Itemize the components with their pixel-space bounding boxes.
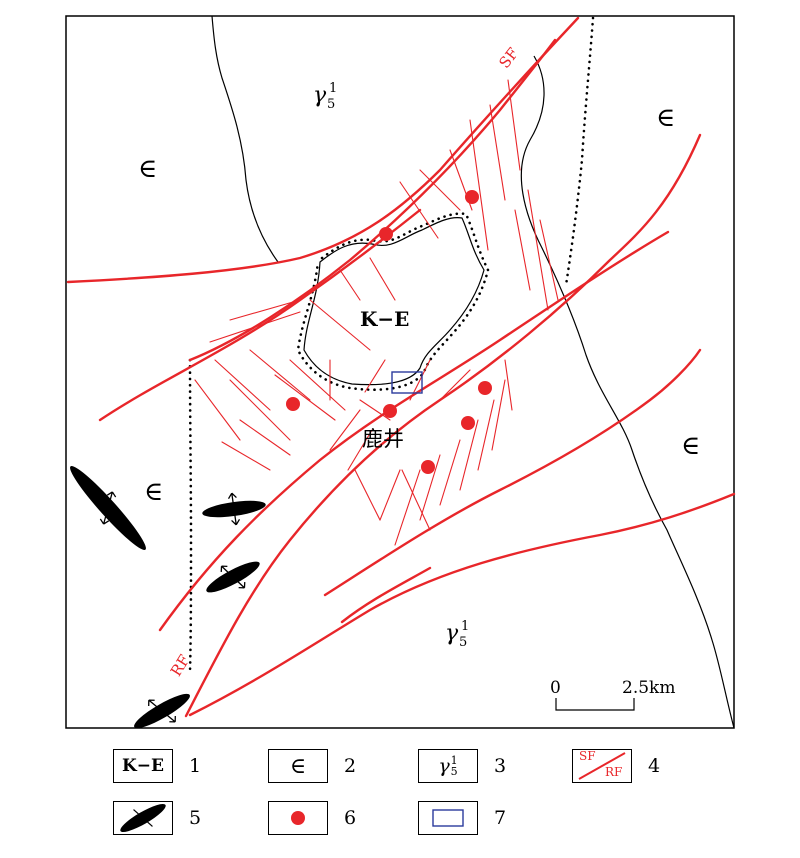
deposit-dot[interactable] [286,397,300,411]
strain-ellipse-3 [206,561,260,593]
blue-rectangle-icon [418,801,478,835]
svg-text:1: 1 [329,81,337,96]
deposit-dot[interactable] [465,190,479,204]
legend-item-6: 6 [268,801,356,835]
strain-ellipse-1 [70,466,146,550]
deposit-dot[interactable] [383,404,397,418]
strain-ellipse-2 [202,492,266,526]
strain-ellipse-4 [134,693,190,729]
fault-sf-branch [188,38,557,362]
scale-start: 0 [550,678,561,698]
svg-text:γ: γ [445,621,459,646]
legend-item-5: 5 [113,801,201,835]
ke-basin-outline [303,217,485,386]
fault-central-ne [158,230,670,632]
geologic-boundary-east [520,55,735,729]
svg-text:5: 5 [459,635,467,650]
legend-item-4: SF RF 4 [572,749,660,783]
label-cambrian-nw: ∈ [138,154,157,184]
deposit-points [286,190,492,474]
fault-north-spur [98,208,422,422]
fault-south-ne-2 [188,492,736,717]
deposit-dot[interactable] [478,381,492,395]
legend-item-2: ∈ 2 [268,749,356,783]
legend-fault-top: SF [579,749,596,763]
fault-south-branch [340,566,432,624]
label-cambrian-w: ∈ [144,477,163,507]
label-cambrian-e: ∈ [681,431,700,461]
legend-key: K−E [122,756,164,776]
fault-icon: SF RF [572,749,632,783]
geologic-boundary-west [211,15,279,263]
cambrian-unit-icon: ∈ [268,749,328,783]
legend-sup: 1 [450,754,458,767]
deposit-dot[interactable] [461,416,475,430]
label-place-lujing: 鹿井 [362,427,404,451]
ellipse-strain-icon [113,801,173,835]
study-area-rectangle[interactable] [391,371,423,394]
fault-sf [66,16,580,284]
deposit-dot[interactable] [379,227,393,241]
legend-number: 3 [494,755,507,777]
legend-item-1: K−E 1 [113,749,201,783]
label-granite-south: γ 5 1 [445,619,469,650]
label-granite-north: γ 5 1 [313,81,337,112]
scale-bar: 0 2.5km [550,678,675,711]
label-cambrian-ne: ∈ [656,103,675,133]
concealed-boundary-ne [564,16,595,287]
legend-number: 2 [344,755,357,777]
ke-basin-dotted-margin [296,212,490,392]
scale-end: 2.5km [622,678,675,698]
legend-key: γ [438,755,450,777]
legend-number: 6 [344,807,357,829]
fault-south-ne-1 [323,348,702,597]
legend-number: 4 [648,755,661,777]
concealed-boundary-sw [188,358,193,674]
legend-key: ∈ [289,753,307,779]
legend-number: 7 [494,807,507,829]
legend-item-7: 7 [418,801,506,835]
legend-fault-bottom: RF [605,765,623,779]
deposit-dot[interactable] [421,460,435,474]
legend-number: 5 [189,807,202,829]
svg-text:1: 1 [461,619,469,634]
label-ke: K−E [360,307,409,331]
svg-text:γ: γ [313,83,327,108]
red-dot-icon [268,801,328,835]
ke-unit-icon: K−E [113,749,173,783]
fracture-set [194,79,559,546]
legend-number: 1 [189,755,202,777]
legend-sub: 5 [450,765,458,778]
svg-text:5: 5 [327,97,335,112]
